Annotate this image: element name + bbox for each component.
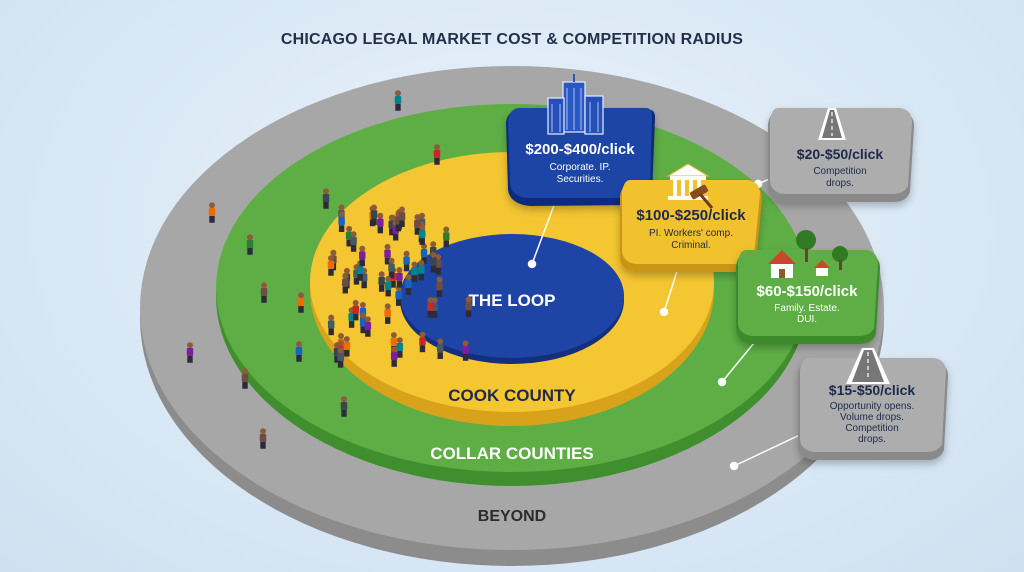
callout-beyond-lower-line-1: Opportunity opens. (830, 401, 915, 412)
person-icon (418, 224, 426, 245)
person-icon (378, 271, 385, 292)
person-icon (411, 261, 418, 283)
person-icon (377, 212, 384, 234)
person-icon (462, 340, 469, 361)
person-icon (260, 282, 268, 303)
person-icon (350, 231, 357, 252)
zone-the-loop (400, 234, 624, 364)
person-icon (465, 296, 472, 318)
person-icon (396, 267, 403, 288)
person-icon (436, 276, 443, 298)
person-icon (322, 188, 330, 209)
person-icon (384, 303, 391, 324)
callout-beyond-upper (768, 108, 914, 202)
person-icon (394, 90, 402, 111)
person-icon (443, 226, 450, 248)
callout-collar-line-1: Family. Estate. (774, 303, 839, 314)
road-icon (846, 348, 890, 384)
person-icon (430, 251, 437, 273)
person-icon (259, 428, 267, 449)
person-icon (384, 243, 391, 265)
callout-cook-line-1: PI. Workers' comp. (649, 228, 733, 239)
person-icon (414, 214, 421, 235)
person-icon (337, 347, 344, 368)
callout-beyond-lower-line-3: Competition (845, 423, 898, 434)
person-icon (340, 396, 348, 417)
person-icon (433, 144, 441, 165)
person-icon (370, 204, 378, 225)
callout-cook-county (620, 180, 762, 272)
callout-beyond-upper-line-1: Competition (813, 166, 866, 177)
crowd-people-icon (186, 90, 472, 449)
callout-beyond-lower (798, 358, 948, 460)
person-icon (419, 331, 426, 353)
person-icon (436, 338, 444, 359)
person-icon (398, 206, 406, 228)
person-icon (241, 368, 249, 389)
callout-collar-price: $60-$150/click (757, 283, 859, 300)
collar-counties-label: COLLAR COUNTIES (430, 444, 593, 463)
person-icon (186, 342, 194, 363)
beyond-label: BEYOND (478, 508, 546, 525)
person-icon (342, 272, 349, 294)
person-icon (403, 250, 410, 272)
callout-beyond-upper-line-2: drops. (826, 178, 854, 189)
person-icon (359, 245, 366, 267)
person-icon (327, 314, 335, 336)
person-icon (395, 285, 402, 306)
person-icon (418, 259, 425, 281)
callout-loop (506, 108, 655, 206)
house-trees-icon (768, 230, 848, 278)
callout-beyond-upper-price: $20-$50/click (797, 146, 884, 162)
loop-label: THE LOOP (469, 291, 556, 310)
road-icon (818, 108, 846, 140)
person-icon (405, 274, 412, 295)
callout-loop-line-1: Corporate. IP. (550, 162, 611, 173)
person-icon (384, 275, 392, 297)
person-icon (295, 341, 303, 362)
person-icon (327, 255, 335, 276)
callout-loop-price: $200-$400/click (525, 141, 635, 158)
callout-beyond-lower-price: $15-$50/click (829, 382, 916, 398)
office-buildings-icon (547, 74, 604, 135)
person-icon (246, 234, 254, 255)
person-icon (388, 257, 395, 279)
diagram-title: CHICAGO LEGAL MARKET COST & COMPETITION … (280, 31, 744, 48)
callout-cook-price: $100-$250/click (636, 207, 746, 224)
callout-cook-line-2: Criminal. (671, 240, 710, 251)
callout-beyond-lower-line-2: Volume drops. (840, 412, 904, 423)
cook-county-label: COOK COUNTY (448, 386, 576, 405)
callout-collar-line-2: DUI. (797, 314, 817, 325)
person-icon (364, 316, 372, 337)
person-icon (208, 202, 216, 223)
callout-loop-line-2: Securities. (557, 174, 604, 185)
callout-beyond-lower-line-4: drops. (858, 434, 886, 445)
person-icon (338, 211, 345, 233)
courthouse-gavel-icon (666, 163, 714, 209)
person-icon (352, 299, 359, 321)
person-icon (427, 297, 434, 318)
person-icon (297, 292, 305, 313)
person-icon (390, 346, 398, 367)
person-icon (343, 336, 351, 357)
person-icon (396, 337, 404, 358)
